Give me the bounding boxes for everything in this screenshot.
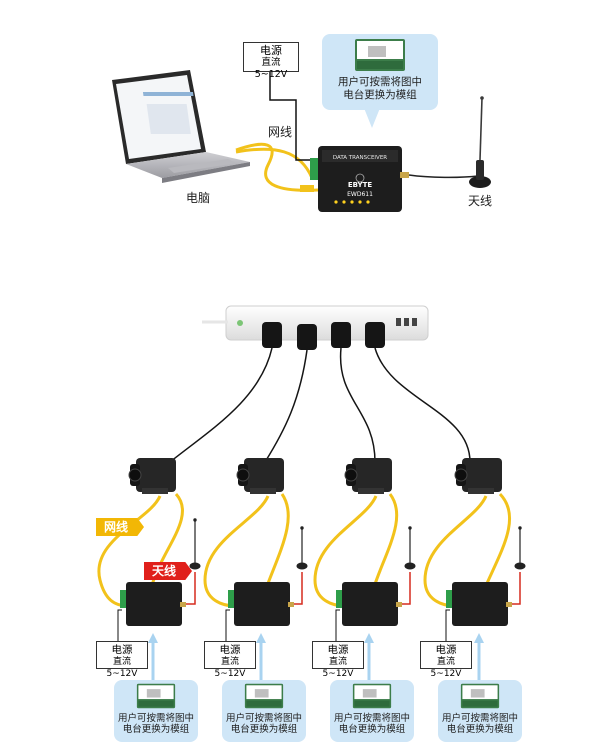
rj45-plug [300, 185, 314, 192]
module-card-3-line2: 电台更换为模组 [338, 724, 406, 735]
module-card-3-line1: 用户可按需将图中 [333, 713, 410, 724]
computer-label: 电脑 [186, 191, 211, 205]
top-power-label: 电源 直流5~12V [243, 42, 299, 80]
cable-tag: 网线 [96, 518, 145, 536]
top-cable-label: 网线 [268, 125, 293, 139]
top-module-note-line1: 用户可按需将图中 [338, 76, 422, 88]
module-image [352, 683, 392, 709]
module-card-1-line2: 电台更换为模组 [122, 724, 190, 735]
top-power-label-line1: 电源 [260, 44, 282, 57]
module-card-4: 用户可按需将图中 电台更换为模组 [438, 680, 522, 742]
module-image [244, 683, 284, 709]
module-card-2: 用户可按需将图中 电台更换为模组 [222, 680, 306, 742]
power-label-1-line1: 电源 [111, 644, 133, 656]
power-label-4-line2: 直流5~12V [430, 657, 462, 679]
top-module-note-line2: 电台更换为模组 [343, 89, 417, 101]
power-label-4-line1: 电源 [435, 644, 457, 656]
power-label-3: 电源 直流5~12V [312, 641, 364, 679]
module-image [355, 39, 405, 71]
module-card-4-line2: 电台更换为模组 [446, 724, 514, 735]
module-card-4-line1: 用户可按需将图中 [441, 713, 518, 724]
power-label-4: 电源 直流5~12V [420, 641, 472, 679]
laptop [112, 70, 250, 183]
power-label-2-line2: 直流5~12V [214, 657, 246, 679]
power-label-1: 电源 直流5~12V [96, 641, 148, 679]
device-model: EWD611 [347, 191, 373, 198]
power-label-2: 电源 直流5~12V [204, 641, 256, 679]
device-brand: EBYTE [348, 181, 373, 189]
top-transceiver [310, 146, 409, 212]
bottom-transceivers [120, 582, 512, 626]
top-antenna [469, 96, 491, 188]
antenna-tag: 天线 [144, 562, 193, 580]
power-label-1-line2: 直流5~12V [106, 657, 138, 679]
top-antenna-label: 天线 [468, 194, 493, 208]
power-label-3-line2: 直流5~12V [322, 657, 354, 679]
power-label-2-line1: 电源 [219, 644, 241, 656]
device-title: DATA TRANSCEIVER [333, 155, 387, 161]
top-power-label-line2: 直流5~12V [254, 57, 288, 80]
module-card-3: 用户可按需将图中 电台更换为模组 [330, 680, 414, 742]
module-card-2-line1: 用户可按需将图中 [225, 713, 302, 724]
bottom-antennas [189, 518, 526, 570]
power-label-3-line1: 电源 [327, 644, 349, 656]
top-module-card: 用户可按需将图中 电台更换为模组 [322, 34, 438, 110]
module-card-1: 用户可按需将图中 电台更换为模组 [114, 680, 198, 742]
module-image [136, 683, 176, 709]
module-card-1-line1: 用户可按需将图中 [117, 713, 194, 724]
module-card-2-line2: 电台更换为模组 [230, 724, 298, 735]
power-adapters [262, 322, 385, 350]
cameras [128, 458, 502, 494]
module-image [460, 683, 500, 709]
